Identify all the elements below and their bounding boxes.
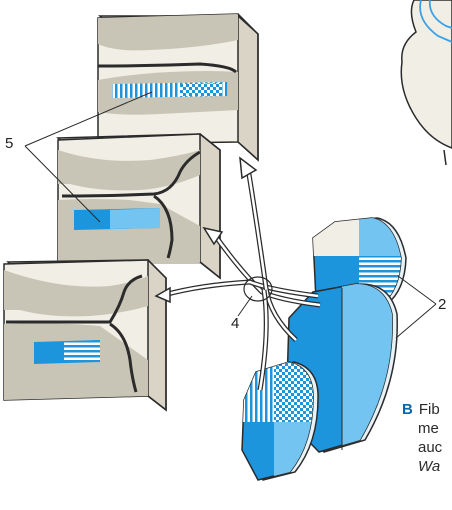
- caption-line-4: Wa: [402, 457, 442, 476]
- partial-structure-top-right: [401, 0, 452, 165]
- lamella-3: [240, 360, 318, 482]
- figure-caption: B Fib me auc Wa: [402, 400, 442, 476]
- caption-letter: B: [402, 401, 413, 418]
- caption-line-2: me: [402, 419, 442, 438]
- tissue-block-2: [58, 134, 220, 278]
- caption-line-1: Fib: [419, 401, 440, 418]
- label-5: 5: [5, 136, 13, 151]
- label-2: 2: [438, 297, 446, 312]
- label-4: 4: [231, 316, 239, 331]
- tissue-block-3: [4, 260, 166, 410]
- caption-line-3: auc: [402, 438, 442, 457]
